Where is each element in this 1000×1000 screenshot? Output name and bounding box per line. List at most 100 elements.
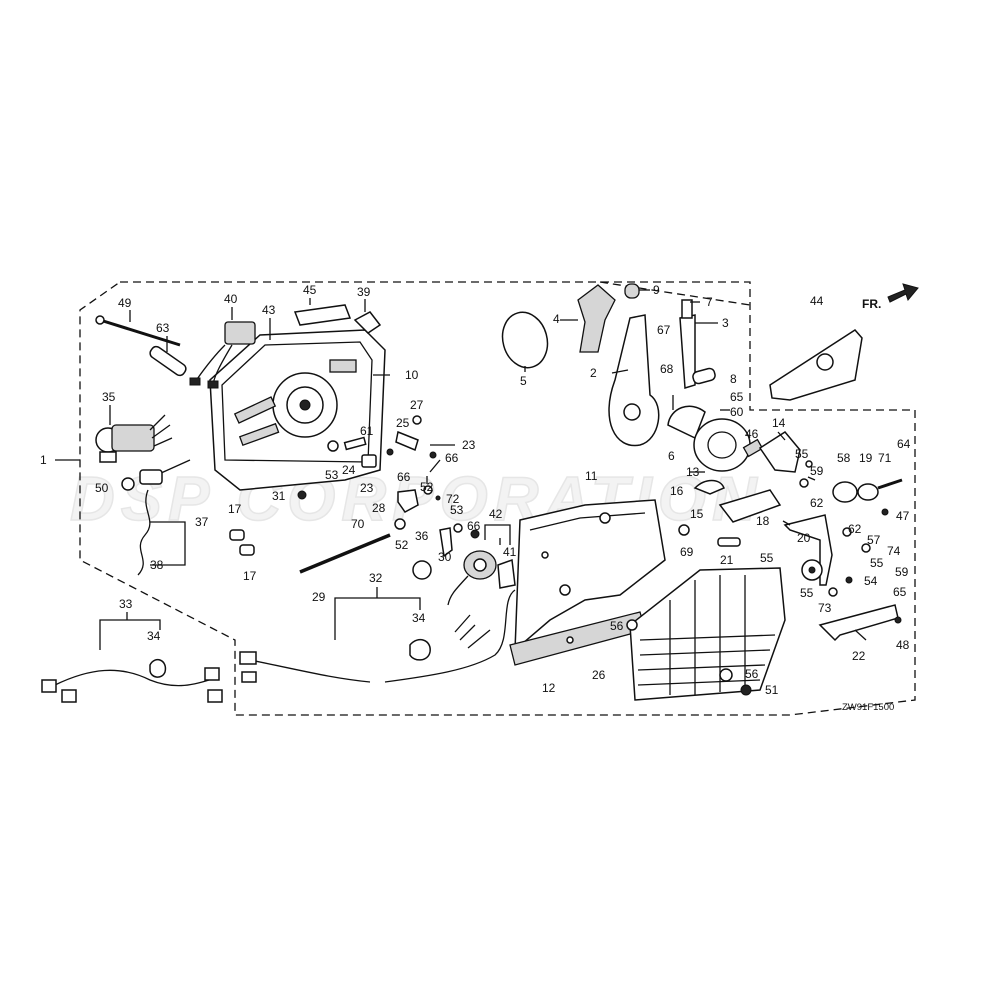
leader-lines — [109, 289, 867, 641]
callout-labels: 1 2 3 4 5 6 7 8 9 10 11 12 13 14 15 16 1… — [40, 283, 911, 697]
callout-53a: 53 — [325, 468, 339, 482]
callout-26: 26 — [592, 668, 606, 682]
pin-27 — [412, 415, 422, 425]
callout-55c: 55 — [870, 556, 884, 570]
callout-56b: 56 — [745, 667, 759, 681]
callout-43: 43 — [262, 303, 276, 317]
callout-66b: 66 — [397, 470, 411, 484]
callout-64: 64 — [897, 437, 911, 451]
callout-12: 12 — [542, 681, 556, 695]
screw-31 — [297, 490, 307, 500]
callout-66a: 66 — [445, 451, 459, 465]
callout-62a: 62 — [810, 496, 824, 510]
screw-69 — [678, 524, 690, 536]
callout-45: 45 — [303, 283, 317, 297]
callout-67: 67 — [657, 323, 671, 337]
harness-33 — [41, 658, 223, 703]
callout-30: 30 — [438, 550, 452, 564]
callout-52a: 52 — [420, 480, 434, 494]
callout-73: 73 — [818, 601, 832, 615]
callout-1: 1 — [40, 453, 47, 467]
callout-70: 70 — [351, 517, 365, 531]
cam-13 — [693, 418, 751, 472]
callout-72: 72 — [446, 492, 460, 506]
callout-66c: 66 — [467, 519, 481, 533]
callout-68: 68 — [660, 362, 674, 376]
lever-22 — [818, 604, 899, 642]
callout-16: 16 — [670, 484, 684, 498]
callout-59b: 59 — [895, 565, 909, 579]
callout-41: 41 — [503, 545, 517, 559]
bracket-42 — [484, 524, 511, 545]
callout-65b: 65 — [893, 585, 907, 599]
callout-24: 24 — [342, 463, 356, 477]
pin-30 — [439, 527, 453, 558]
callout-62b: 62 — [848, 522, 862, 536]
callout-56a: 56 — [610, 619, 624, 633]
label-plate — [293, 304, 352, 326]
callout-7: 7 — [706, 295, 713, 309]
lever-assembly-2 — [501, 283, 716, 447]
callout-50: 50 — [95, 481, 109, 495]
nut-56b — [719, 668, 733, 682]
callout-71: 71 — [878, 451, 892, 465]
callout-11: 11 — [585, 469, 598, 483]
plate-44 — [769, 329, 863, 401]
nut-56a — [626, 619, 638, 631]
callout-34a: 34 — [147, 629, 161, 643]
callout-19: 19 — [859, 451, 873, 465]
callout-8: 8 — [730, 372, 737, 386]
cam-link-28 — [394, 485, 441, 530]
spring-21 — [717, 537, 741, 547]
callout-23b: 23 — [360, 481, 374, 495]
callout-10: 10 — [405, 368, 419, 382]
pivot-20 — [801, 559, 823, 581]
grid-cover-26 — [629, 567, 786, 701]
callout-65a: 65 — [730, 390, 744, 404]
callout-17b: 17 — [243, 569, 257, 583]
washer-53 — [327, 440, 339, 452]
front-marker-label: FR. — [862, 297, 881, 311]
callout-34b: 34 — [412, 611, 426, 625]
callout-25: 25 — [396, 416, 410, 430]
bracket-33 — [99, 619, 161, 650]
callout-58: 58 — [837, 451, 851, 465]
bracket-14 — [758, 431, 801, 473]
grommet-50 — [121, 477, 135, 491]
callout-55a: 55 — [795, 447, 809, 461]
clip-39 — [353, 311, 382, 334]
callout-20: 20 — [797, 531, 811, 545]
callout-13: 13 — [686, 465, 700, 479]
callout-54: 54 — [864, 574, 878, 588]
callout-60: 60 — [730, 405, 744, 419]
callout-53b: 53 — [450, 503, 464, 517]
callout-63: 63 — [156, 321, 170, 335]
callout-74: 74 — [887, 544, 901, 558]
callout-3: 3 — [722, 316, 729, 330]
nut-51 — [740, 684, 752, 696]
callout-55d: 55 — [800, 586, 814, 600]
callout-46: 46 — [745, 427, 759, 441]
tube-63 — [149, 345, 187, 377]
callout-35: 35 — [102, 390, 116, 404]
callout-9: 9 — [653, 283, 660, 297]
callout-51: 51 — [765, 683, 779, 697]
callout-42: 42 — [489, 507, 503, 521]
boot-36 — [412, 560, 432, 580]
bushings-17 — [229, 529, 255, 556]
callout-17a: 17 — [228, 502, 242, 516]
clip-16 — [693, 479, 725, 495]
callout-33: 33 — [119, 597, 133, 611]
switch-40 — [189, 321, 256, 389]
lever-25 — [395, 430, 419, 452]
spring-61 — [343, 436, 367, 451]
callout-61: 61 — [360, 424, 374, 438]
bracket-32 — [334, 597, 421, 640]
callout-40: 40 — [224, 292, 238, 306]
bracket-37-38 — [150, 521, 186, 566]
callout-2: 2 — [590, 366, 597, 380]
callout-52b: 52 — [395, 538, 409, 552]
callout-38: 38 — [150, 558, 164, 572]
